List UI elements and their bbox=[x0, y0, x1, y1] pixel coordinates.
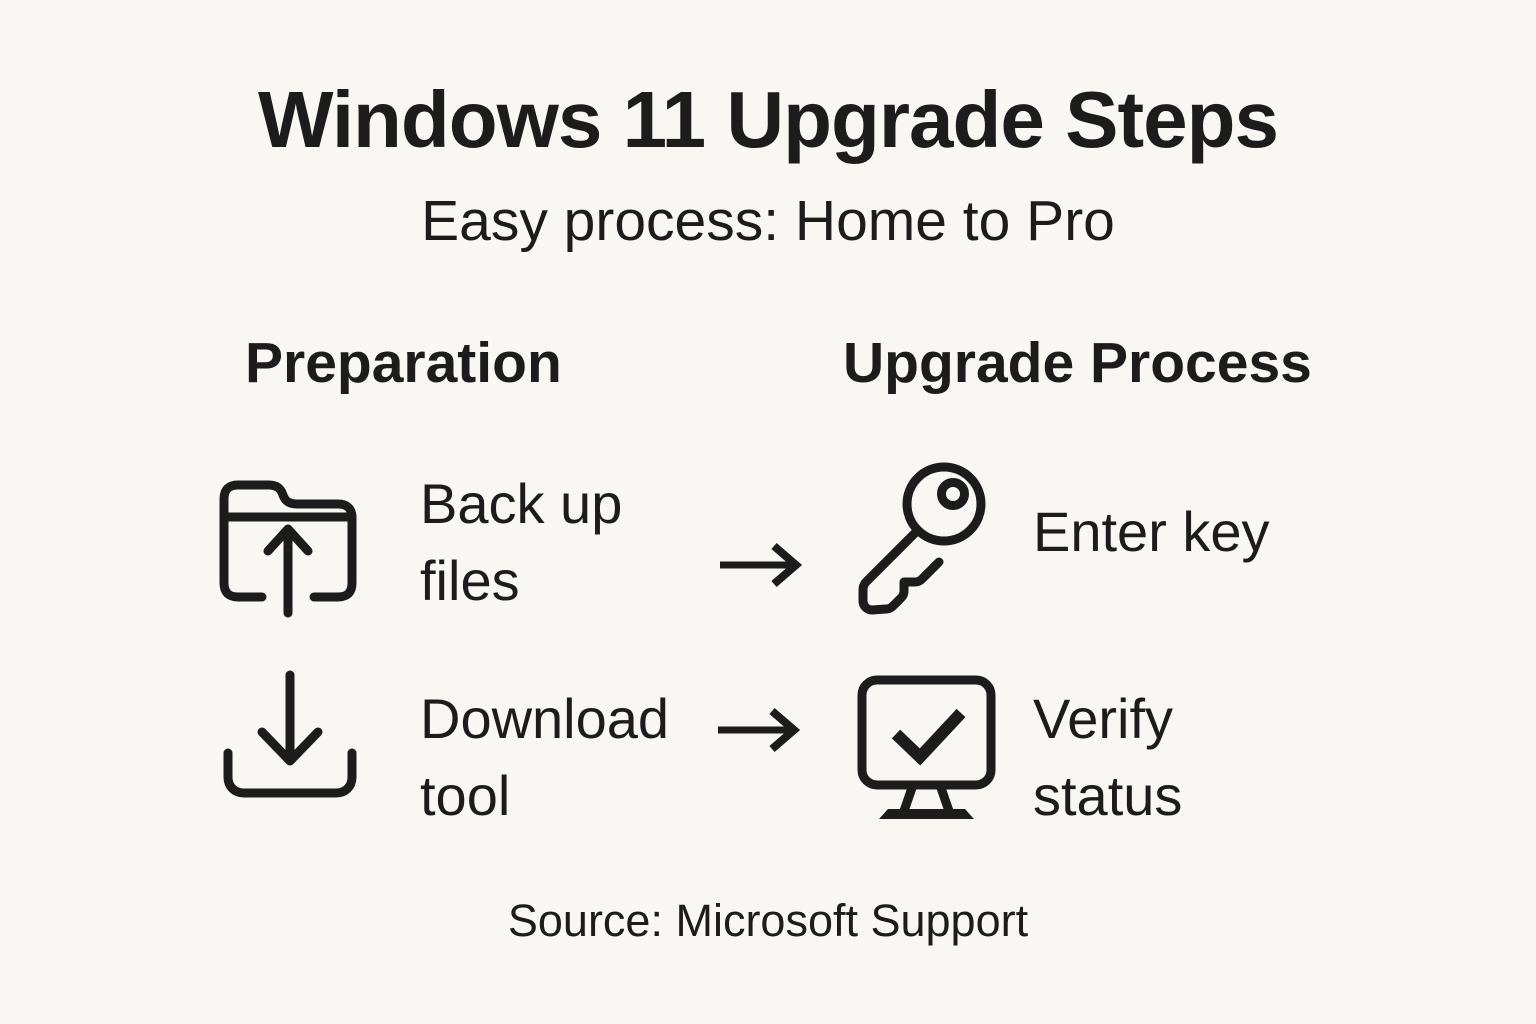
source-attribution: Source: Microsoft Support bbox=[507, 895, 1029, 946]
step-label-line: Verify bbox=[1033, 687, 1174, 750]
step-label-line: Back up bbox=[420, 472, 623, 535]
step-label-back-up-files: Back up files bbox=[420, 465, 622, 619]
folder-upload-icon bbox=[212, 460, 366, 624]
monitor-check-icon bbox=[851, 670, 1003, 822]
step-label-line: status bbox=[1033, 764, 1183, 827]
step-label-line: Download bbox=[420, 687, 670, 750]
download-icon bbox=[212, 665, 366, 819]
column-header-preparation: Preparation bbox=[245, 331, 562, 395]
step-label-download-tool: Download tool bbox=[420, 680, 669, 834]
page-title: Windows 11 Upgrade Steps bbox=[258, 75, 1279, 164]
right-arrow-icon bbox=[714, 704, 804, 756]
step-label-line: tool bbox=[420, 764, 511, 827]
column-header-upgrade-process: Upgrade Process bbox=[843, 331, 1312, 395]
step-label-enter-key: Enter key bbox=[1033, 493, 1270, 570]
step-label-verify-status: Verify status bbox=[1033, 680, 1182, 834]
key-icon bbox=[849, 457, 997, 617]
step-label-line: Enter key bbox=[1033, 500, 1270, 563]
right-arrow-icon bbox=[716, 539, 806, 591]
step-label-line: files bbox=[420, 549, 520, 612]
page-subtitle: Easy process: Home to Pro bbox=[421, 189, 1115, 253]
